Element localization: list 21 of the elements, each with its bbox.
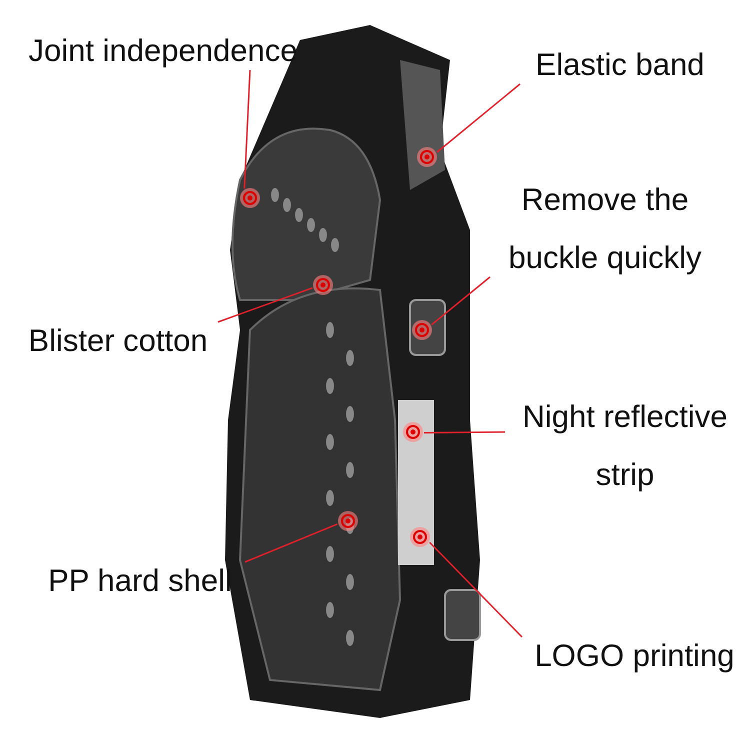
target-marker: [416, 146, 438, 168]
target-marker: [409, 526, 431, 548]
callout-label: Remove the buckle quickly: [490, 171, 720, 287]
leader-line: [424, 431, 505, 434]
target-marker: [239, 187, 261, 209]
callout-label: Joint independence: [18, 22, 308, 80]
target-marker: [402, 421, 424, 443]
leader-line: [436, 83, 520, 153]
target-marker: [312, 274, 334, 296]
callout-label: Night reflective strip: [505, 388, 745, 504]
leader-line: [218, 287, 313, 323]
leader-line: [244, 523, 338, 563]
leader-line: [244, 70, 251, 189]
target-marker: [411, 319, 433, 341]
leader-line: [429, 542, 523, 638]
target-marker: [337, 510, 359, 532]
leader-line: [431, 276, 490, 326]
callout-label: Blister cotton: [18, 312, 218, 370]
callout-label: Elastic band: [520, 36, 720, 94]
callout-label: LOGO printing: [522, 627, 747, 685]
callout-label: PP hard shell: [35, 552, 245, 610]
